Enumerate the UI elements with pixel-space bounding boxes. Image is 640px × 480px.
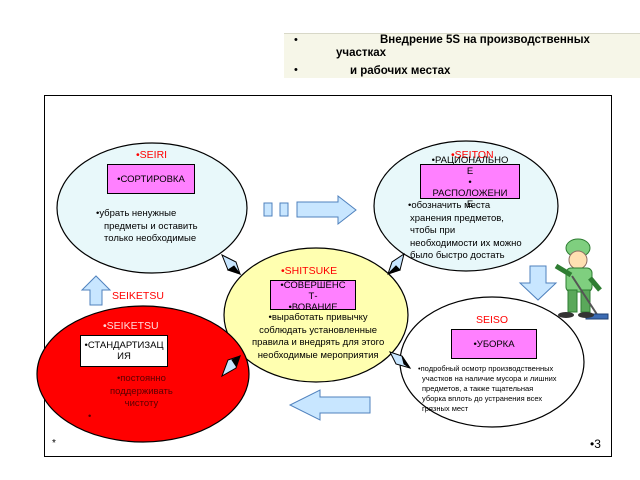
seiri-label: •SEIRI (136, 149, 168, 161)
seiton-label: •SEITON (451, 149, 494, 161)
seiso-description: •подробный осмотр производственных участ… (418, 364, 557, 413)
title-line-1: Внедрение 5S на производственных (380, 34, 590, 46)
shitsuke-tag: •СОВЕРШЕНС Т- •ВОВАНИЕ (270, 280, 356, 313)
footer-left: * (52, 438, 56, 449)
seiso-label: SEISO (476, 314, 509, 326)
connector-arrow-tl (221, 253, 242, 275)
seiketsu-outside-label: SEIKETSU (112, 290, 164, 302)
arrow-right-top (263, 194, 357, 226)
connector-arrow-br (389, 351, 412, 369)
title-bullet-2: • (294, 64, 298, 76)
shitsuke-description: •выработать привычку соблюдать установле… (252, 312, 385, 361)
seiketsu-description: •постоянно поддерживать чистоту • (88, 373, 173, 422)
seiketsu-tag: •СТАНДАРТИЗАЦ ИЯ (80, 335, 168, 367)
seiri-circle (56, 142, 248, 274)
seiso-tag: •УБОРКА (451, 329, 537, 359)
seiri-tag: •СОРТИРОВКА (107, 164, 195, 194)
connector-arrow-tr (387, 252, 405, 275)
title-line-2: участках (336, 47, 387, 59)
page-number: •3 (590, 437, 601, 451)
title-bullet-1: • (294, 34, 298, 46)
diagram-frame (44, 95, 612, 457)
shitsuke-label: •SHITSUKE (281, 265, 338, 277)
cleaning-worker-figure (554, 238, 609, 320)
seiri-description: •убрать ненужные предметы и оставить тол… (96, 208, 198, 244)
arrow-down-right (518, 265, 558, 301)
seiton-description: •обозначить места хранения предметов, чт… (408, 200, 522, 261)
arrow-left-bottom (288, 389, 371, 421)
title-line-3: и рабочих местах (350, 65, 451, 77)
arrow-up-left (80, 275, 112, 306)
seiketsu-label: •SEIKETSU (103, 320, 159, 332)
title-box: • Внедрение 5S на производственных участ… (284, 33, 640, 78)
connector-arrow-bl (221, 354, 241, 378)
seiton-tag: •РАЦИОНАЛЬНО Е • РАСПОЛОЖЕНИ Е (420, 155, 520, 210)
